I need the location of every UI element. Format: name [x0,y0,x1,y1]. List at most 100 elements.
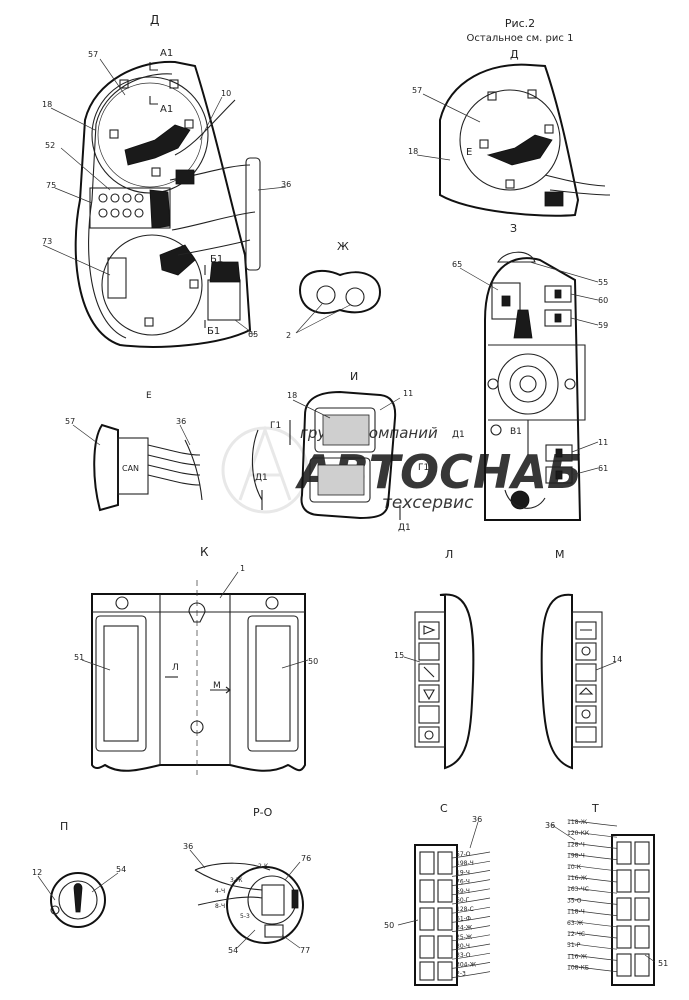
callout-54-p: 54 [116,865,126,874]
wire-line [451,879,491,886]
callout-76: 76 [301,854,311,863]
wire-label: 34-Ж [456,925,473,932]
wire-line [451,925,491,932]
view-label-p: П [60,820,68,833]
wire-line [568,875,618,883]
callout-11-z: 11 [598,438,608,447]
wire-line [451,943,491,951]
callout-57-e: 57 [65,417,75,426]
callout-15: 15 [394,651,404,660]
callout-75: 75 [46,181,56,190]
wire-label: 10-К [567,864,582,871]
wire-label: 198-Ч [456,860,474,867]
connector-can-label: CAN [122,464,139,473]
wire-label: 35-О [567,897,582,904]
wire-line [568,830,618,838]
wire-label: 61-Ф [456,915,471,922]
callout-57-left: 57 [88,50,98,59]
wire-label: 63-Ж [567,920,584,927]
wire-label: 51-Р [567,942,581,949]
wire-label: 76-Ч [456,879,470,886]
mark-d1-right: Д1 [398,523,411,533]
wire-line [568,864,618,872]
wire-line [451,906,491,914]
ro-wire-label: 3-Ж [230,877,243,884]
wire-line [451,860,491,868]
wire-line [451,897,491,905]
wire-label: 12-ЧС [567,931,585,938]
view-label-t: Т [591,802,599,815]
callout-14: 14 [612,655,622,664]
mark-b1-bottom: Б1 [207,326,220,337]
view-p: П 12 54 [32,820,126,928]
wire-label: 128-С [456,906,474,913]
wire-label: 59-Ч [456,888,470,895]
mark-g1-right: Г1 [418,463,429,473]
wire-label: 60-Г [456,897,470,904]
wire-line [451,870,491,877]
callout-18-i: 18 [287,391,297,400]
mark-d1-z: Д1 [452,430,465,440]
mark-v1: В1 [510,427,522,437]
mark-l-arrow: Л [172,663,179,673]
callout-11-i: 11 [403,389,413,398]
callout-1: 1 [240,564,245,573]
callout-36-s: 36 [472,815,482,824]
wire-line [568,853,618,860]
mark-b1-top: Б1 [210,254,223,265]
view-r-o: Р-О 2-К 3-Ж 4-Ч 5-3 8-Ч 36 76 54 77 [183,806,311,955]
callout-73: 73 [42,237,52,246]
view-label-z: З [510,222,517,235]
callout-60: 60 [598,296,608,305]
wire-line [568,909,618,916]
callout-12: 12 [32,868,42,877]
wire-label: 116-Ж [567,875,588,882]
wire-label: 19-Ч [456,869,470,876]
wire-label: 33-О [456,952,471,959]
mark-a1-top: А1 [160,48,173,59]
wire-line [568,819,618,827]
callout-65-z: 65 [452,260,462,269]
callout-65-d: 65 [248,330,258,339]
wire-label: 2-3 [456,971,466,978]
mark-a1-bottom: А1 [160,104,173,115]
wire-label: 30-Ч [456,943,470,950]
ro-wire-labels: 2-К 3-Ж 4-Ч 5-3 8-Ч [215,863,269,920]
ro-wire-label: 4-Ч [215,888,225,895]
ro-wire-label: 8-Ч [215,903,225,910]
wire-label: 128-Ч [567,841,585,848]
view-z: З В1 65 55 60 59 11 61 [452,222,608,521]
view-d-right: Д Е 57 18 [408,48,611,217]
mark-m-arrow: М [213,681,221,691]
view-i: И 18 11 Г1 Г1 Д1 Д1 Д1 [251,370,465,533]
callout-2: 2 [286,331,291,340]
wire-line [568,920,618,928]
wire-label: 25-Ж [456,934,473,941]
view-label-d-left: Д [150,13,159,27]
callout-54-ro: 54 [228,946,238,955]
mark-d1-left: Д1 [255,473,268,483]
view-label-r-o: Р-О [253,806,273,819]
wire-line [568,898,618,905]
callout-36-d: 36 [281,180,291,189]
wire-label: 118-Ч [567,909,585,916]
callout-55: 55 [598,278,608,287]
view-zh: Ж 2 [286,240,382,340]
mark-e: Е [466,147,472,158]
view-label-s: С [440,802,448,815]
ro-wire-label: 5-3 [240,913,250,920]
callout-36-e: 36 [176,417,186,426]
s-wire-labels: 57-О198-Ч19-Ч76-Ч59-Ч60-Г128-С61-Ф34-Ж25… [451,851,491,978]
callout-50-k: 50 [308,657,318,666]
wire-label: 108-КБ [567,965,589,972]
callout-51-t: 51 [658,959,668,968]
view-label-k: К [200,545,209,559]
view-d-left: Д А1 А1 Б1 [42,13,291,348]
wire-label: 120-КК [567,830,590,837]
callout-18-left: 18 [42,100,52,109]
callout-52: 52 [45,141,55,150]
wire-line [568,931,618,939]
view-label-zh: Ж [337,240,349,253]
callout-18-right: 18 [408,147,418,156]
